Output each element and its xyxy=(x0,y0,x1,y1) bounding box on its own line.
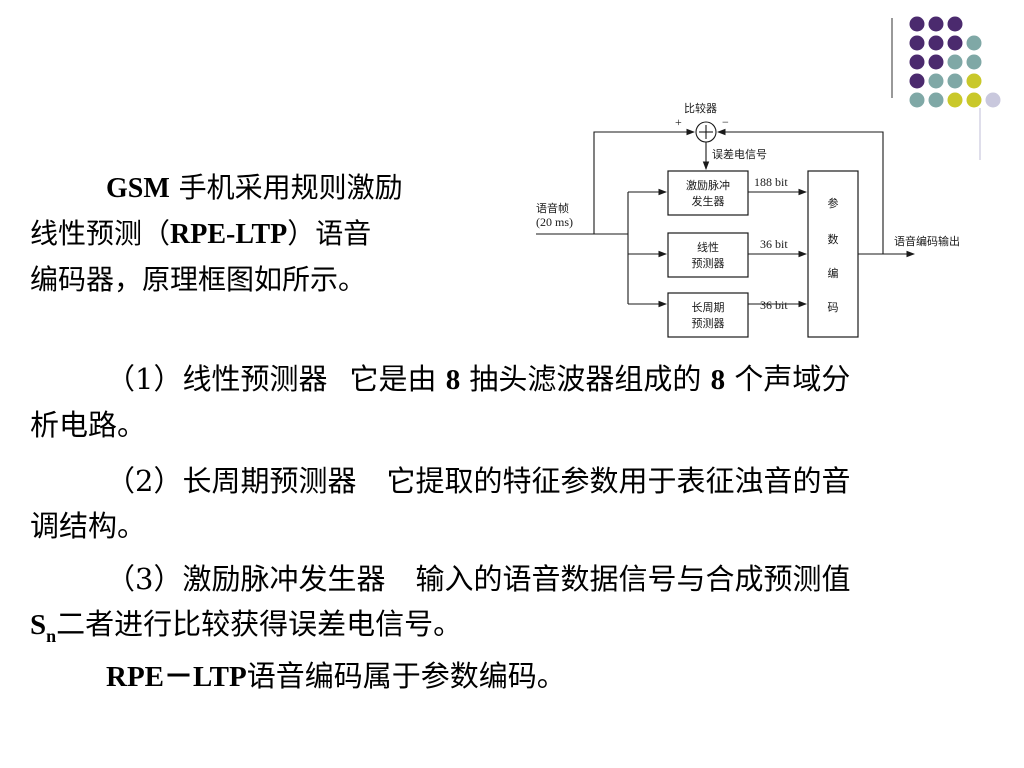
decorative-dot xyxy=(909,54,925,70)
block3-bits: 36 bit xyxy=(760,298,788,312)
param-char-2: 数 xyxy=(828,233,839,246)
item-1-n1: 8 xyxy=(445,364,461,396)
block1-line1: 激励脉冲 xyxy=(686,178,730,192)
decorative-dot-grid xyxy=(891,16,1001,160)
decorative-dot xyxy=(909,73,925,89)
decorative-dot xyxy=(909,92,925,108)
decorative-dot xyxy=(947,35,963,51)
item-1-n2: 8 xyxy=(710,364,726,396)
plus-sign: + xyxy=(675,115,682,129)
decorative-dot xyxy=(928,54,944,70)
item-1-number: （1） xyxy=(106,362,183,396)
block3-line1: 长周期 xyxy=(692,301,725,314)
item-1-continuation: 析电路。 xyxy=(30,408,147,442)
input-to-comparator-line xyxy=(593,128,696,234)
decorative-dot xyxy=(947,73,963,89)
minus-sign: − xyxy=(722,115,729,129)
item-1-paragraph: （1）线性预测器它是由 8 抽头滤波器组成的 8 个声域分 析电路。 xyxy=(30,357,1005,448)
item-3-title: 激励脉冲发生器 xyxy=(182,562,386,596)
item-1-text-a: 它是由 xyxy=(349,362,446,396)
input-label-duration: (20 ms) xyxy=(536,215,573,229)
summary-abbr: RPE－LTP xyxy=(106,661,247,693)
param-char-3: 编 xyxy=(828,266,839,280)
intro-line2-b: ）语音 xyxy=(287,217,372,250)
item-2-title: 长周期预测器 xyxy=(182,464,357,498)
decorative-dot xyxy=(909,35,925,51)
long-term-predictor-block xyxy=(667,292,749,338)
item-1-text-c: 个声域分 xyxy=(725,362,851,396)
decorative-dot xyxy=(985,92,1001,108)
item-1-title: 线性预测器 xyxy=(182,362,328,396)
decorative-dot xyxy=(928,92,944,108)
decorative-dot xyxy=(966,73,982,89)
item-3-sn-subscript: n xyxy=(46,626,57,646)
intro-line2-a: 线性预测（ xyxy=(30,217,171,250)
block3-line2: 预测器 xyxy=(692,317,725,330)
summary-text: 语音编码属于参数编码。 xyxy=(246,659,566,693)
item-1-text-b: 抽头滤波器组成的 xyxy=(460,362,711,396)
decorative-dot xyxy=(966,92,982,108)
decorative-dot xyxy=(947,16,963,32)
item-2-text: 它提取的特征参数用于表征浊音的音 xyxy=(386,464,851,498)
intro-line1-text: 手机采用规则激励 xyxy=(169,171,403,204)
block2-bits: 36 bit xyxy=(760,237,788,251)
decorative-dot xyxy=(928,35,944,51)
rpe-ltp-abbr: RPE-LTP xyxy=(170,219,288,250)
item-2-number: （2） xyxy=(106,464,183,498)
param-char-1: 参 xyxy=(828,196,839,210)
output-label: 语音编码输出 xyxy=(894,234,960,248)
comparator-symbol xyxy=(695,121,717,143)
block2-line1: 线性 xyxy=(697,240,719,254)
intro-line3: 编码器，原理框图如所示。 xyxy=(30,263,367,296)
input-label-frame: 语音帧 xyxy=(536,201,569,215)
error-signal-label: 误差电信号 xyxy=(712,147,767,161)
item-3-text: 输入的语音数据信号与合成预测值 xyxy=(415,562,851,596)
gsm-term: GSM xyxy=(106,173,170,204)
item-3-sn: S xyxy=(30,609,47,641)
block1-bits: 188 bit xyxy=(754,175,788,189)
decorative-dot xyxy=(966,54,982,70)
decorative-dot xyxy=(909,16,925,32)
item-2-paragraph: （2）长周期预测器它提取的特征参数用于表征浊音的音 调结构。 xyxy=(30,459,1005,549)
summary-paragraph: RPE－LTP语音编码属于参数编码。 xyxy=(30,654,1005,700)
decorative-dot xyxy=(947,54,963,70)
block1-line2: 发生器 xyxy=(692,194,725,208)
item-2-continuation: 调结构。 xyxy=(30,509,147,543)
block2-line2: 预测器 xyxy=(692,257,725,270)
item-3-number: （3） xyxy=(106,562,183,596)
decorative-dot xyxy=(928,73,944,89)
item-3-paragraph: （3）激励脉冲发生器输入的语音数据信号与合成预测值 Sn二者进行比较获得误差电信… xyxy=(30,557,1005,659)
decorative-dot xyxy=(966,35,982,51)
comparator-label: 比较器 xyxy=(684,101,717,115)
rpe-ltp-block-diagram: 比较器 + − 误差电信号 语音帧 (20 ms) 激励脉冲 发生器 188 b… xyxy=(536,101,960,338)
dot-grid xyxy=(909,16,1001,108)
decorative-dot xyxy=(947,92,963,108)
param-char-4: 码 xyxy=(828,301,839,314)
feedback-line xyxy=(716,128,884,255)
item-3-continuation: 二者进行比较获得误差电信号。 xyxy=(56,607,463,641)
intro-paragraph: GSM 手机采用规则激励 线性预测（RPE-LTP）语音 编码器，原理框图如所示… xyxy=(30,165,470,302)
linear-predictor-block xyxy=(667,232,749,278)
decorative-dot xyxy=(928,16,944,32)
excitation-pulse-generator-block xyxy=(667,170,749,216)
parameter-coding-block xyxy=(807,170,859,338)
